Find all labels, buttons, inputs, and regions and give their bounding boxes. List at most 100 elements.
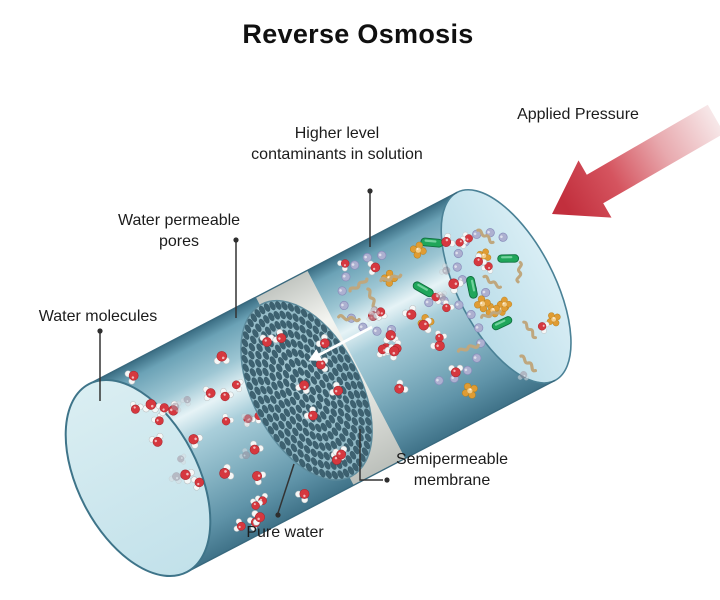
membrane-pore	[303, 445, 311, 454]
membrane-pore	[287, 329, 295, 339]
membrane-pore	[242, 331, 250, 340]
water-molecule	[220, 388, 234, 402]
membrane-pore	[292, 453, 299, 463]
water-molecule	[241, 413, 254, 427]
membrane-pore	[280, 389, 287, 398]
membrane-pore	[337, 408, 345, 417]
membrane-pore	[351, 417, 358, 426]
water-molecule	[367, 260, 381, 276]
label-pure-water: Pure water	[246, 524, 324, 541]
label-line: membrane	[413, 472, 491, 490]
membrane-pore	[281, 301, 288, 311]
bacteria-rod	[466, 276, 478, 299]
water-molecule	[295, 380, 310, 394]
label-line: contaminants in solution	[251, 146, 423, 164]
membrane-pore	[312, 325, 319, 335]
connector-semipermeable	[359, 429, 383, 481]
membrane-pore	[289, 374, 297, 383]
membrane-pore	[258, 305, 266, 315]
membrane-pore	[320, 422, 328, 432]
water-molecule	[252, 471, 267, 486]
membrane-pores	[241, 301, 372, 480]
bead-chain	[424, 296, 486, 386]
membrane-pore	[357, 381, 364, 390]
membrane-pore	[335, 437, 342, 447]
water-molecule	[435, 290, 447, 301]
membrane-pore	[285, 447, 293, 457]
membrane-pore	[349, 363, 356, 372]
membrane-pore	[305, 320, 313, 329]
water-molecule	[315, 334, 330, 349]
water-molecule	[168, 472, 182, 484]
water-molecule	[517, 371, 529, 381]
membrane-pore	[351, 408, 358, 418]
membrane-pore	[262, 359, 269, 368]
membrane-pore	[324, 398, 331, 407]
label-semipermeable-membrane: Semipermeable membrane	[396, 449, 508, 492]
membrane-pore	[342, 468, 350, 478]
membrane-pore	[307, 364, 315, 373]
membrane-pore	[275, 301, 282, 310]
membrane-pore	[268, 312, 275, 321]
membrane-pore	[285, 311, 293, 320]
membrane-pore	[284, 428, 291, 437]
membrane-pore	[297, 440, 304, 450]
membrane-pore	[328, 414, 336, 424]
membrane-pore	[257, 408, 265, 418]
membrane-pore	[342, 427, 349, 437]
membrane-pore	[241, 338, 249, 348]
water-molecule	[439, 263, 451, 275]
membrane-pore	[255, 359, 262, 368]
worm-contaminant	[476, 228, 495, 245]
water-molecule	[303, 406, 318, 421]
membrane-pore	[297, 367, 305, 376]
membrane-pore	[299, 325, 306, 334]
membrane-pore	[322, 389, 330, 398]
membrane-pore	[250, 335, 257, 345]
membrane-pore	[302, 427, 310, 437]
membrane-pore	[278, 430, 285, 439]
membrane-pore	[325, 470, 332, 479]
membrane-pore	[246, 381, 253, 391]
membrane-pore	[337, 470, 344, 479]
contaminant-cluster	[461, 382, 478, 399]
membrane-pore	[273, 433, 280, 443]
membrane-pore	[308, 394, 316, 403]
water-molecule	[473, 252, 488, 267]
membrane-pore	[251, 377, 258, 386]
membrane-pore	[273, 311, 280, 320]
membrane-pore	[257, 376, 264, 386]
membrane-pore	[292, 427, 299, 437]
membrane-pore	[353, 390, 361, 399]
membrane-pore	[300, 309, 308, 318]
membrane-pore	[309, 431, 316, 440]
membrane-pore	[284, 363, 292, 372]
label-line: pores	[158, 233, 200, 251]
membrane-pore	[283, 378, 290, 387]
membrane-pore	[353, 445, 360, 455]
membrane-pore	[269, 356, 276, 365]
applied-pressure-arrow-icon	[552, 104, 720, 218]
membrane-pore	[339, 433, 346, 442]
water-molecule	[402, 305, 417, 320]
water-molecule	[231, 379, 244, 393]
water-molecule	[332, 445, 348, 460]
membrane-pore	[290, 434, 297, 444]
membrane-pore	[317, 459, 324, 469]
membrane-pore	[277, 380, 284, 389]
membrane-pore	[310, 376, 317, 385]
membrane-pore	[352, 462, 359, 472]
worm-contaminant	[522, 320, 538, 340]
membrane-pore	[290, 443, 298, 453]
membrane-pore	[320, 411, 327, 420]
membrane-pore	[244, 372, 251, 382]
membrane-pore	[257, 395, 265, 405]
membrane-pore	[349, 432, 356, 441]
membrane-pore	[304, 453, 311, 463]
membrane-pore	[360, 390, 367, 399]
membrane-pore	[248, 359, 255, 368]
membrane-pore	[307, 338, 315, 348]
connector-dot-semipermeable	[384, 477, 390, 483]
membrane-pore	[285, 420, 293, 430]
membrane-pore	[351, 425, 358, 434]
